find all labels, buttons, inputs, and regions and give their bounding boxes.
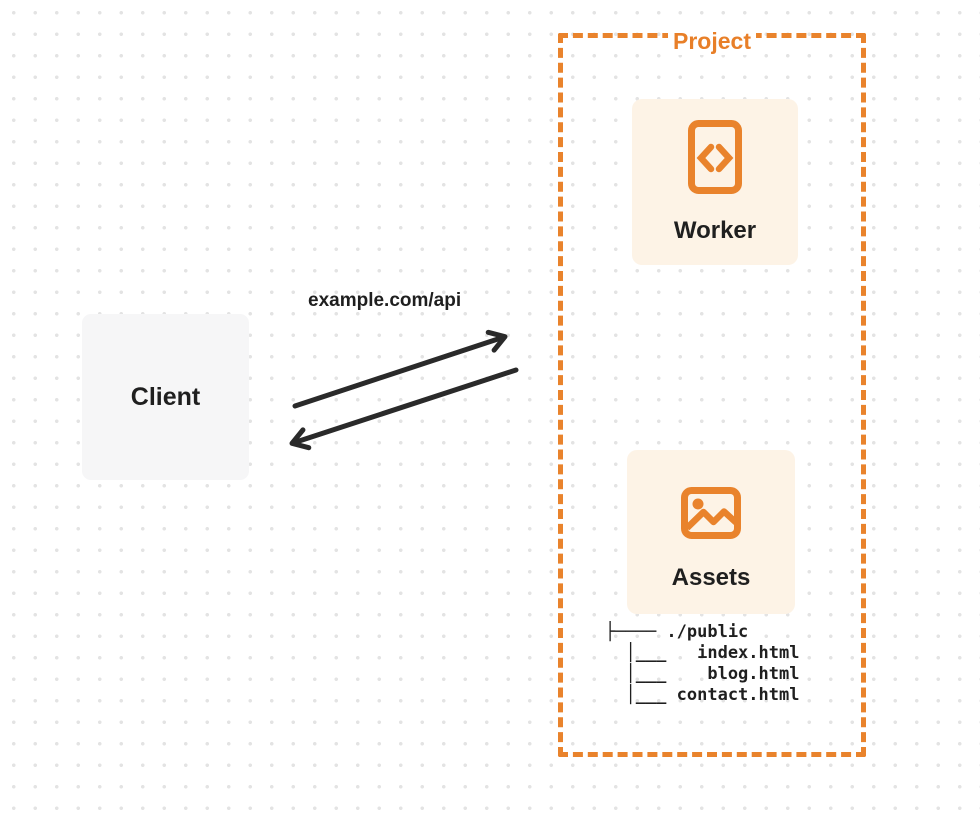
tree-root-public: ├──── ./public: [605, 622, 749, 642]
request-url-label: example.com/api: [308, 290, 462, 311]
assets-label: Assets: [671, 563, 751, 591]
worker-label: Worker: [673, 216, 757, 244]
code-file-icon: [688, 119, 742, 194]
public-file-tree: ├──── ./public │___ index.html │___ blog…: [605, 622, 799, 706]
project-boundary: Project Worker Assets ├──── ./public │__…: [558, 27, 866, 757]
tree-file-index: │___ index.html: [605, 643, 800, 663]
client-node: Client: [82, 314, 249, 480]
worker-node: Worker: [632, 99, 798, 265]
tree-file-blog: │___ blog.html: [605, 664, 800, 684]
request-arrow: [292, 329, 508, 409]
client-label: Client: [130, 382, 201, 411]
image-icon: [681, 486, 741, 539]
tree-file-contact: │___ contact.html: [605, 685, 800, 705]
response-arrow: [289, 367, 519, 451]
assets-node: Assets: [627, 450, 795, 614]
project-label: Project: [668, 27, 756, 55]
